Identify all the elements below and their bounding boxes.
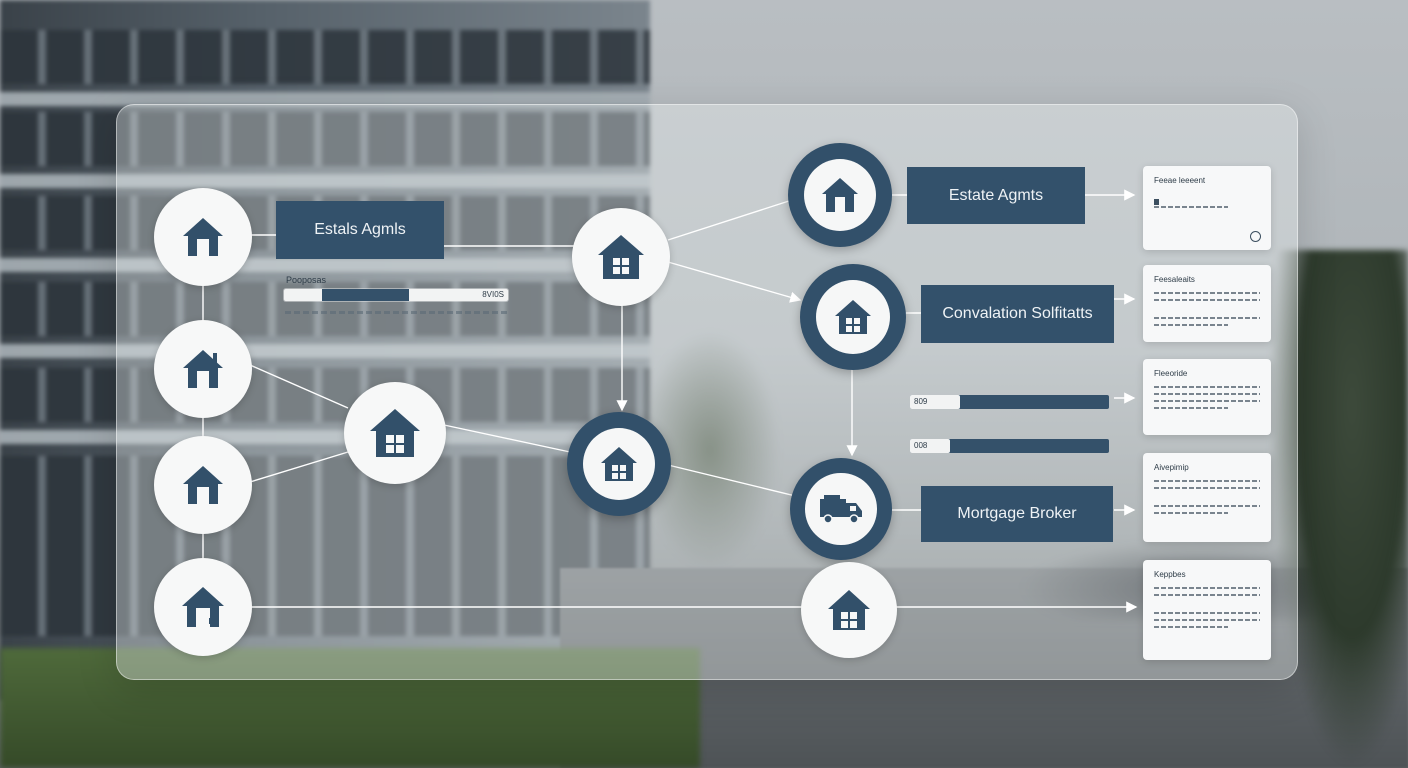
card-title: Aivepimip <box>1154 463 1189 472</box>
mid-bar-1-value: 809 <box>910 395 960 409</box>
house-icon <box>821 177 858 212</box>
progress-bar: 8VI0S <box>284 289 508 301</box>
house-icon <box>183 218 223 256</box>
progress-value: 8VI0S <box>482 290 504 299</box>
card-title: Feeae leeeent <box>1154 176 1206 185</box>
house-icon <box>600 446 637 481</box>
top-dark-node[interactable] <box>788 143 892 247</box>
lock-icon <box>1154 198 1159 205</box>
mid-bar-2 <box>910 439 1109 453</box>
card-text-line <box>1154 480 1260 482</box>
card-text-line <box>1154 386 1260 388</box>
card-text-line <box>1154 292 1260 294</box>
house-icon <box>182 587 224 627</box>
card-text-line <box>1154 324 1229 326</box>
center-node[interactable] <box>344 382 446 484</box>
card-text-line <box>1154 393 1260 395</box>
mid-bar-2-value: 008 <box>910 439 950 453</box>
bottom-node[interactable] <box>801 562 897 658</box>
estate-agents-label-left: Estals Agmls <box>276 201 444 259</box>
node-inner <box>582 427 656 501</box>
left-node-1[interactable] <box>154 188 252 286</box>
card-text-line <box>1154 407 1229 409</box>
card-title: Keppbes <box>1154 570 1186 579</box>
info-card-5[interactable]: Keppbes <box>1143 560 1271 660</box>
node-inner <box>803 158 877 232</box>
house-icon <box>835 300 871 334</box>
card-text-line <box>1154 626 1229 628</box>
mortgage-node[interactable] <box>790 458 892 560</box>
card-text-line <box>1154 619 1260 621</box>
house-icon <box>828 590 870 630</box>
hub-node[interactable] <box>572 208 670 306</box>
card-title: Fleeoride <box>1154 369 1188 378</box>
status-icon <box>1250 231 1261 242</box>
card-title: Feesaleaits <box>1154 275 1195 284</box>
house-icon <box>370 409 420 457</box>
card-text-line <box>1154 299 1260 301</box>
node-inner <box>815 279 891 355</box>
diagram-panel <box>116 104 1298 680</box>
house-icon <box>183 350 223 388</box>
left-node-2[interactable] <box>154 320 252 418</box>
progress-caption <box>285 311 507 314</box>
progress-fill <box>322 289 409 301</box>
mortgage-broker-label: Mortgage Broker <box>921 486 1113 542</box>
node-inner <box>805 473 877 545</box>
left-node-3[interactable] <box>154 436 252 534</box>
card-text-line <box>1154 487 1260 489</box>
card-text-line <box>1154 594 1260 596</box>
info-card-1[interactable]: Feeae leeeent <box>1143 166 1271 250</box>
house-icon <box>598 235 644 279</box>
card-text-line <box>1154 512 1229 514</box>
mid-dark-node[interactable] <box>567 412 671 516</box>
left-node-4[interactable] <box>154 558 252 656</box>
card-text-line <box>1154 206 1229 208</box>
house-icon <box>183 466 223 504</box>
card-text-line <box>1154 612 1260 614</box>
progress-label: Pooposas <box>286 275 327 285</box>
card-text-line <box>1154 400 1260 402</box>
card-text-line <box>1154 505 1260 507</box>
conveyancing-node[interactable] <box>800 264 906 370</box>
info-card-3[interactable]: Fleeoride <box>1143 359 1271 435</box>
info-card-2[interactable]: Feesaleaits <box>1143 265 1271 342</box>
card-text-line <box>1154 317 1260 319</box>
card-text-line <box>1154 587 1260 589</box>
truck-icon <box>819 494 862 524</box>
estate-agents-label-right: Estate Agmts <box>907 167 1085 224</box>
conveyancing-label: Convalation Solfitatts <box>921 285 1114 343</box>
info-card-4[interactable]: Aivepimip <box>1143 453 1271 542</box>
